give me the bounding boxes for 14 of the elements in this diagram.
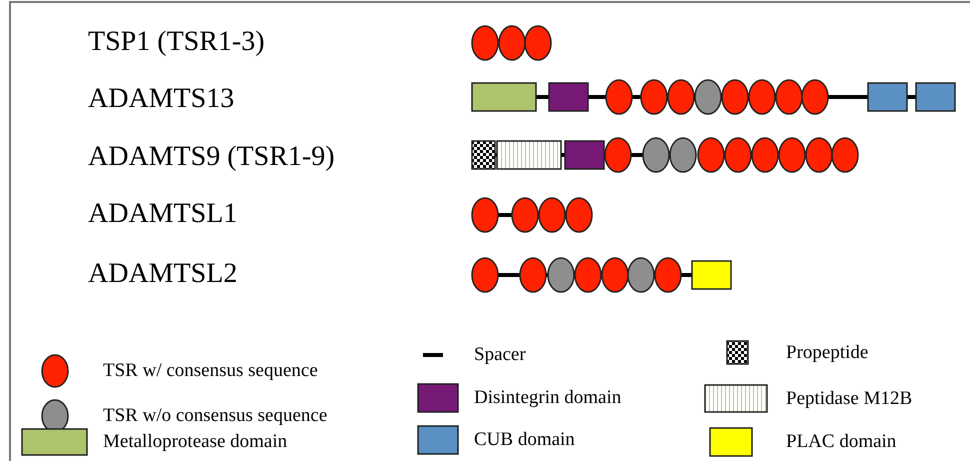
legend-label: Disintegrin domain	[474, 388, 622, 407]
legend-label: Metalloprotease domain	[103, 432, 288, 451]
legend-label: Peptidase M12B	[786, 388, 912, 408]
protein-name: ADAMTS13	[88, 85, 234, 113]
protein-name: ADAMTS9 (TSR1-9)	[88, 143, 335, 171]
legend-label: TSR w/o consensus sequence	[103, 406, 328, 425]
protein-name: ADAMTSL2	[88, 260, 238, 288]
legend-label: PLAC domain	[786, 432, 896, 451]
legend-label: TSR w/ consensus sequence	[103, 361, 318, 380]
legend-label: Propeptide	[786, 342, 868, 362]
legend-label: CUB domain	[474, 430, 575, 449]
legend-label: Spacer	[474, 345, 526, 364]
protein-name: ADAMTSL1	[88, 200, 238, 228]
protein-name: TSP1 (TSR1-3)	[88, 28, 265, 56]
